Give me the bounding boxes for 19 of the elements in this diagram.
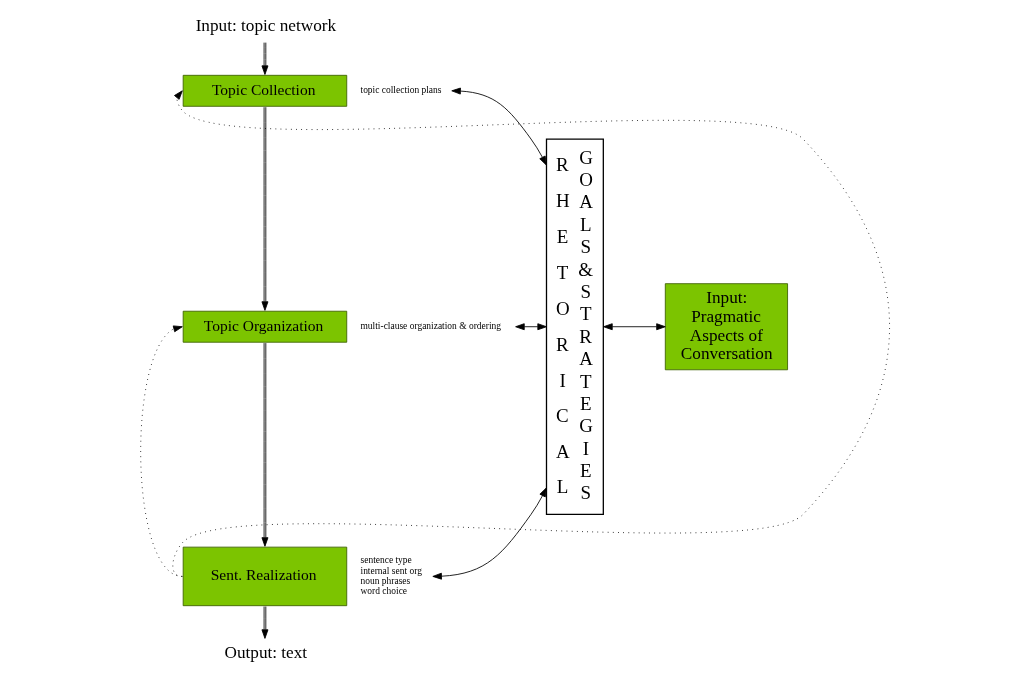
node-label: noun phrases	[360, 575, 410, 586]
arrow	[139, 325, 183, 577]
node-label: sentence type	[360, 555, 412, 566]
arrow	[261, 42, 268, 75]
node-label: topic collection plans	[360, 85, 442, 96]
arrow	[450, 87, 547, 166]
node-label: internal sent org	[360, 565, 422, 576]
node-text: Input: topic network	[195, 16, 336, 36]
node-label: word choice	[360, 586, 407, 597]
arrow	[431, 487, 547, 580]
arrow	[602, 323, 666, 331]
arrow	[514, 323, 547, 331]
arrow	[261, 342, 268, 547]
node-text: Output: text	[223, 643, 307, 663]
node-box: Input: Pragmatic Aspects of Conversation	[664, 283, 788, 371]
arrow	[261, 606, 268, 639]
node-label: multi-clause organization & ordering	[360, 321, 501, 332]
arrow	[171, 90, 890, 577]
arrow	[261, 106, 268, 311]
